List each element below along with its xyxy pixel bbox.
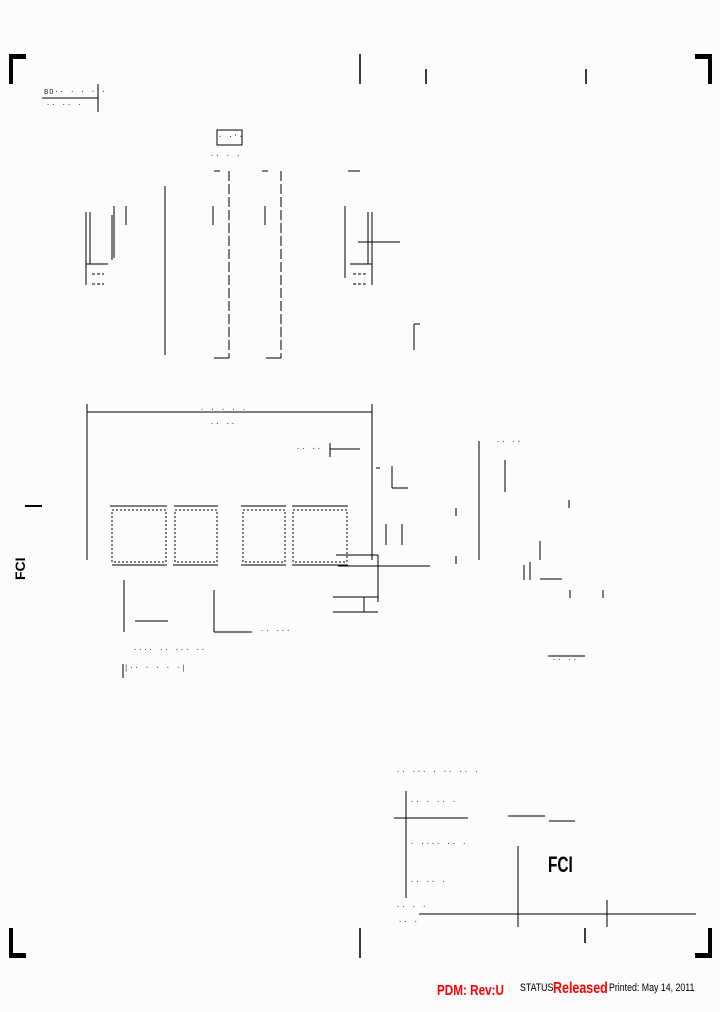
fci-logo: FCI — [548, 852, 573, 877]
rev-label: BO·· · · · · — [44, 88, 107, 96]
fci-side-logo: FCI — [12, 557, 28, 580]
dimension-label: ·· ·· — [296, 445, 323, 453]
frame-corners — [9, 54, 712, 958]
end-dimension: ·· ·· — [496, 438, 523, 446]
tolerance-frame: |·· · · · ·| — [124, 664, 187, 672]
pdm-revision: PDM: Rev:U — [437, 982, 523, 1002]
front-dimension: · · · · · — [200, 406, 247, 414]
rev-sublabel: ·· ·· · — [46, 101, 83, 109]
view-sublabel: ·· · · — [210, 152, 242, 160]
status-label: STATUS: — [520, 982, 556, 994]
title-row: · ···· ·· · — [410, 840, 468, 848]
status-value-wrap: Released — [553, 980, 623, 1000]
title-row: ·· ·· · — [410, 878, 447, 886]
printed-date: Printed: May 14, 2011 — [609, 982, 716, 1002]
status: STATUS: — [520, 982, 565, 1002]
pdm-rev-text: PDM: Rev:U — [437, 982, 504, 999]
sheet-label: ·· · · — [396, 903, 428, 911]
view-label-box: · ·'· — [218, 133, 245, 141]
title-row: ·· · ·· · — [410, 798, 457, 806]
printed-text: Printed: May 14, 2011 — [609, 982, 695, 994]
title-row: ·· ··· · ·· ·· · — [396, 768, 480, 776]
detail-dimension: ·· ·· — [552, 656, 579, 664]
front-dimension-sub: ·· ·· — [210, 420, 237, 428]
dimension-label: ·· ··· — [260, 627, 292, 635]
scale-label: ·· · — [398, 918, 419, 926]
status-value: Released — [553, 980, 608, 997]
dimension-label: ···· ·· ··· ·· — [133, 646, 207, 654]
